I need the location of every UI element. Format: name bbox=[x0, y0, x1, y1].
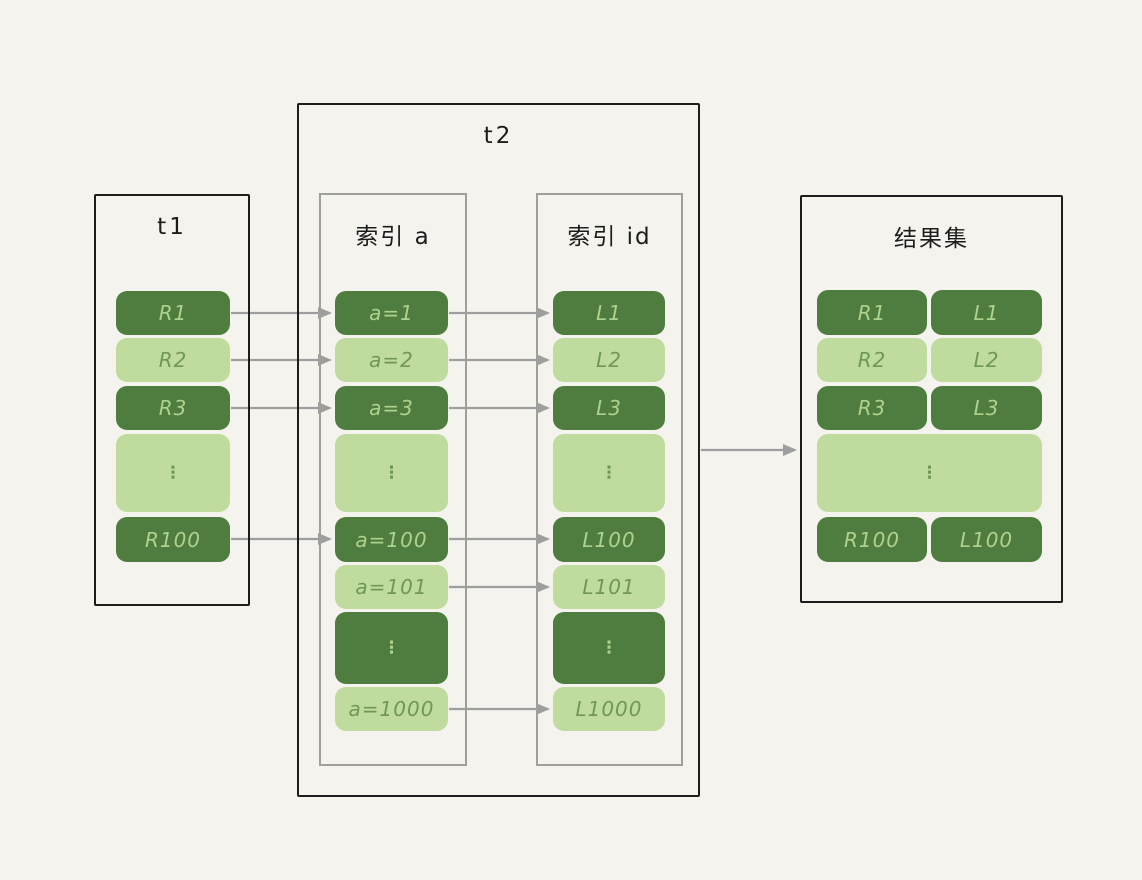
index-a-row-100: a=100 bbox=[335, 517, 448, 562]
table-t2-title: t2 bbox=[483, 123, 514, 149]
table-t2-box: t2 bbox=[297, 103, 700, 797]
t1-row-r3: R3 bbox=[116, 386, 230, 430]
result-row-l3: L3 bbox=[931, 386, 1042, 430]
index-id-row-ellipsis-2: ⋮ bbox=[553, 612, 665, 684]
index-id-row-2: L2 bbox=[553, 338, 665, 382]
result-row-r1: R1 bbox=[817, 290, 927, 335]
index-id-row-100: L100 bbox=[553, 517, 665, 562]
index-a-row-3: a=3 bbox=[335, 386, 448, 430]
index-id-title: 索引 id bbox=[567, 224, 652, 250]
result-row-r100: R100 bbox=[817, 517, 927, 562]
index-a-box: 索引 a bbox=[319, 193, 467, 766]
result-row-r2: R2 bbox=[817, 338, 927, 382]
t1-row-r2: R2 bbox=[116, 338, 230, 382]
result-row-r3: R3 bbox=[817, 386, 927, 430]
index-id-row-101: L101 bbox=[553, 565, 665, 609]
table-t1-box: t1 bbox=[94, 194, 250, 606]
index-a-row-101: a=101 bbox=[335, 565, 448, 609]
result-row-ellipsis: ⋮ bbox=[817, 434, 1042, 512]
index-id-row-1000: L1000 bbox=[553, 687, 665, 731]
t1-row-r1: R1 bbox=[116, 291, 230, 335]
result-set-box: 结果集 bbox=[800, 195, 1063, 603]
index-a-row-2: a=2 bbox=[335, 338, 448, 382]
index-a-title: 索引 a bbox=[355, 224, 431, 250]
result-row-l100: L100 bbox=[931, 517, 1042, 562]
index-id-row-1: L1 bbox=[553, 291, 665, 335]
result-set-title: 结果集 bbox=[894, 226, 969, 252]
index-a-row-ellipsis-1: ⋮ bbox=[335, 434, 448, 512]
index-id-row-ellipsis-1: ⋮ bbox=[553, 434, 665, 512]
t1-row-r100: R100 bbox=[116, 517, 230, 562]
t1-row-ellipsis: ⋮ bbox=[116, 434, 230, 512]
index-id-box: 索引 id bbox=[536, 193, 683, 766]
result-row-l2: L2 bbox=[931, 338, 1042, 382]
result-row-l1: L1 bbox=[931, 290, 1042, 335]
index-a-row-1: a=1 bbox=[335, 291, 448, 335]
index-id-row-3: L3 bbox=[553, 386, 665, 430]
index-a-row-ellipsis-2: ⋮ bbox=[335, 612, 448, 684]
table-t1-title: t1 bbox=[157, 214, 187, 240]
index-a-row-1000: a=1000 bbox=[335, 687, 448, 731]
